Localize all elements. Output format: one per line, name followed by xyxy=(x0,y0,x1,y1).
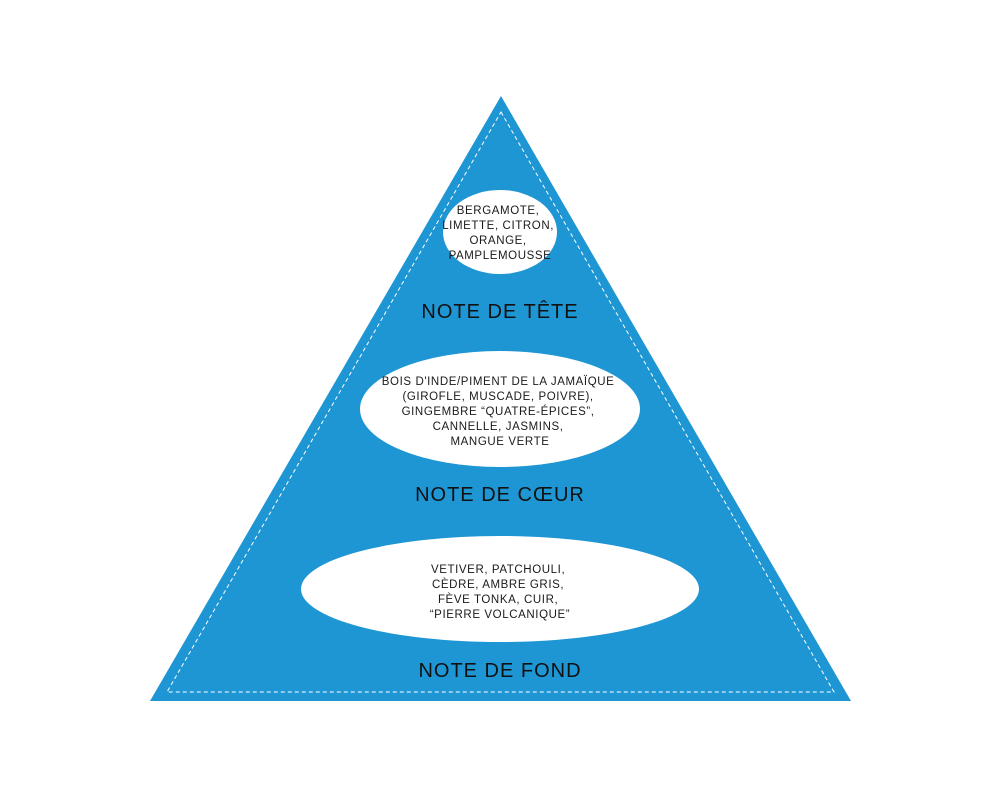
heart-notes-label: NOTE DE CŒUR xyxy=(415,484,585,506)
heart-notes-ellipse xyxy=(360,351,640,467)
base-notes-label: NOTE DE FOND xyxy=(418,660,581,682)
top-notes-ellipse xyxy=(443,190,557,274)
base-notes-text: VETIVER, PATCHOULI, CÈDRE, AMBRE GRIS, F… xyxy=(430,564,570,621)
top-notes-text: BERGAMOTE, LIMETTE, CITRON, ORANGE, PAMP… xyxy=(442,205,558,262)
heart-notes-text: BOIS D'INDE/PIMENT DE LA JAMAÏQUE (GIROF… xyxy=(382,376,618,448)
top-notes-label: NOTE DE TÊTE xyxy=(421,300,578,323)
base-notes-ellipse xyxy=(301,536,699,642)
pyramid-dashed-border xyxy=(166,110,835,693)
